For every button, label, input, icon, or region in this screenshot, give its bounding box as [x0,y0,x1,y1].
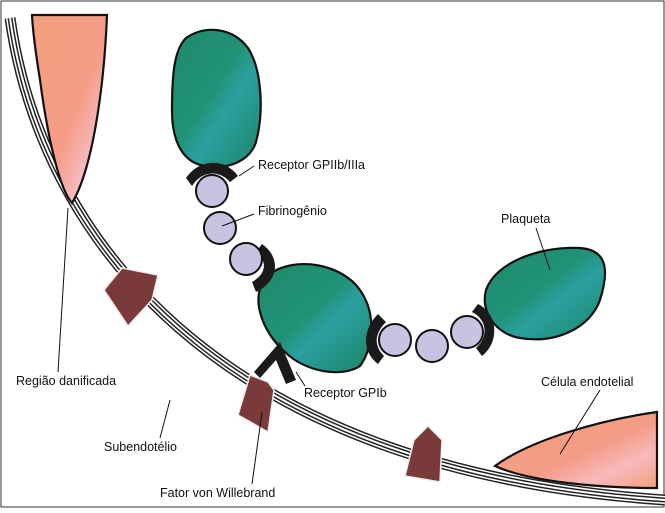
label-fator-von-willebrand: Fator von Willebrand [160,486,275,500]
fibrinogen-bead-4 [379,324,411,356]
label-regiao-danificada: Região danificada [16,374,116,388]
vwf-shape-1 [104,268,158,326]
damaged-region-cell [32,15,107,203]
fibrinogen-bead-3 [230,243,262,275]
label-subendotelio: Subendotélio [104,440,177,454]
label-fibrinogenio: Fibrinogênio [258,204,327,218]
label-receptor-gpib: Receptor GPIb [304,386,387,400]
vwf-shape-2 [238,375,274,432]
label-receptor-gpiib-iiia: Receptor GPIIb/IIIa [258,158,365,172]
fibrinogen-bead-2 [204,212,236,244]
fibrinogen-bead-1 [196,175,228,207]
platelet-right [485,248,605,339]
fibrinogen-bead-6 [451,316,483,348]
label-celula-endotelial: Célula endotelial [541,375,633,389]
vwf-shape-3 [405,426,442,482]
platelet-top [172,30,261,167]
label-plaqueta: Plaqueta [501,212,550,226]
fibrinogen-bead-5 [416,330,448,362]
